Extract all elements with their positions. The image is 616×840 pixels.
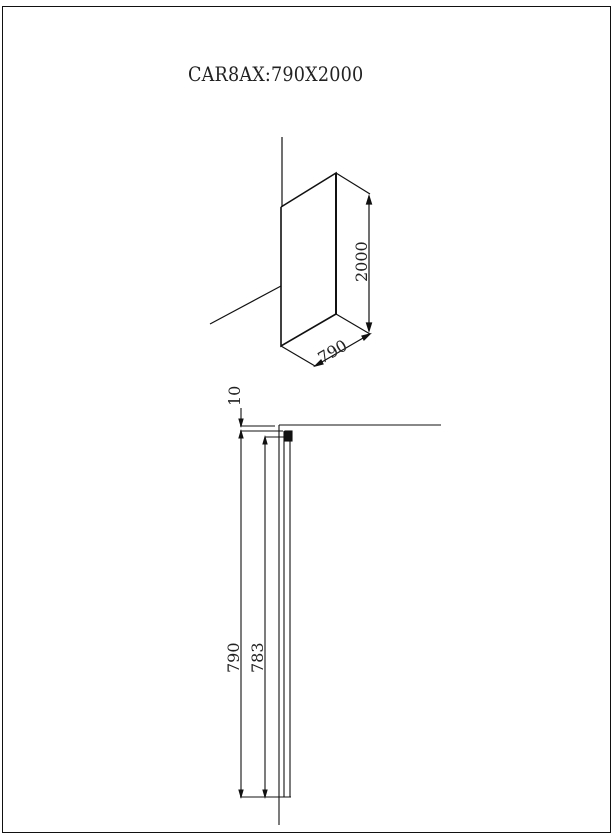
- plan-gap-label: 10: [225, 386, 244, 406]
- arrow-down-icon: [238, 789, 244, 800]
- plan-inner-label: 783: [248, 642, 267, 673]
- drawing-title: CAR8AX:790X2000: [188, 62, 364, 86]
- iso-height-label: 2000: [352, 241, 371, 282]
- arrow-up-icon: [262, 434, 268, 445]
- arrow-up-icon: [365, 193, 373, 205]
- arrow-down-icon: [262, 789, 268, 800]
- bottom-depth-line: [335, 313, 371, 335]
- front-bottom-depth-line: [280, 345, 316, 367]
- panel-front-face: [280, 171, 337, 348]
- drawing-frame: [2, 6, 611, 833]
- wall-floor-line: [209, 285, 282, 325]
- plan-outer-label: 790: [224, 642, 243, 673]
- isometric-view: [209, 137, 373, 368]
- arrow-down-icon: [238, 418, 244, 429]
- arrow-right-icon: [361, 332, 372, 342]
- plan-view: [238, 408, 441, 825]
- arrow-down-icon: [365, 322, 373, 334]
- arrow-left-icon: [313, 358, 324, 368]
- top-depth-line: [335, 172, 371, 195]
- arrow-up-icon: [238, 428, 244, 439]
- hinge-block-icon: [284, 430, 293, 442]
- width-dimension-line: [314, 333, 371, 367]
